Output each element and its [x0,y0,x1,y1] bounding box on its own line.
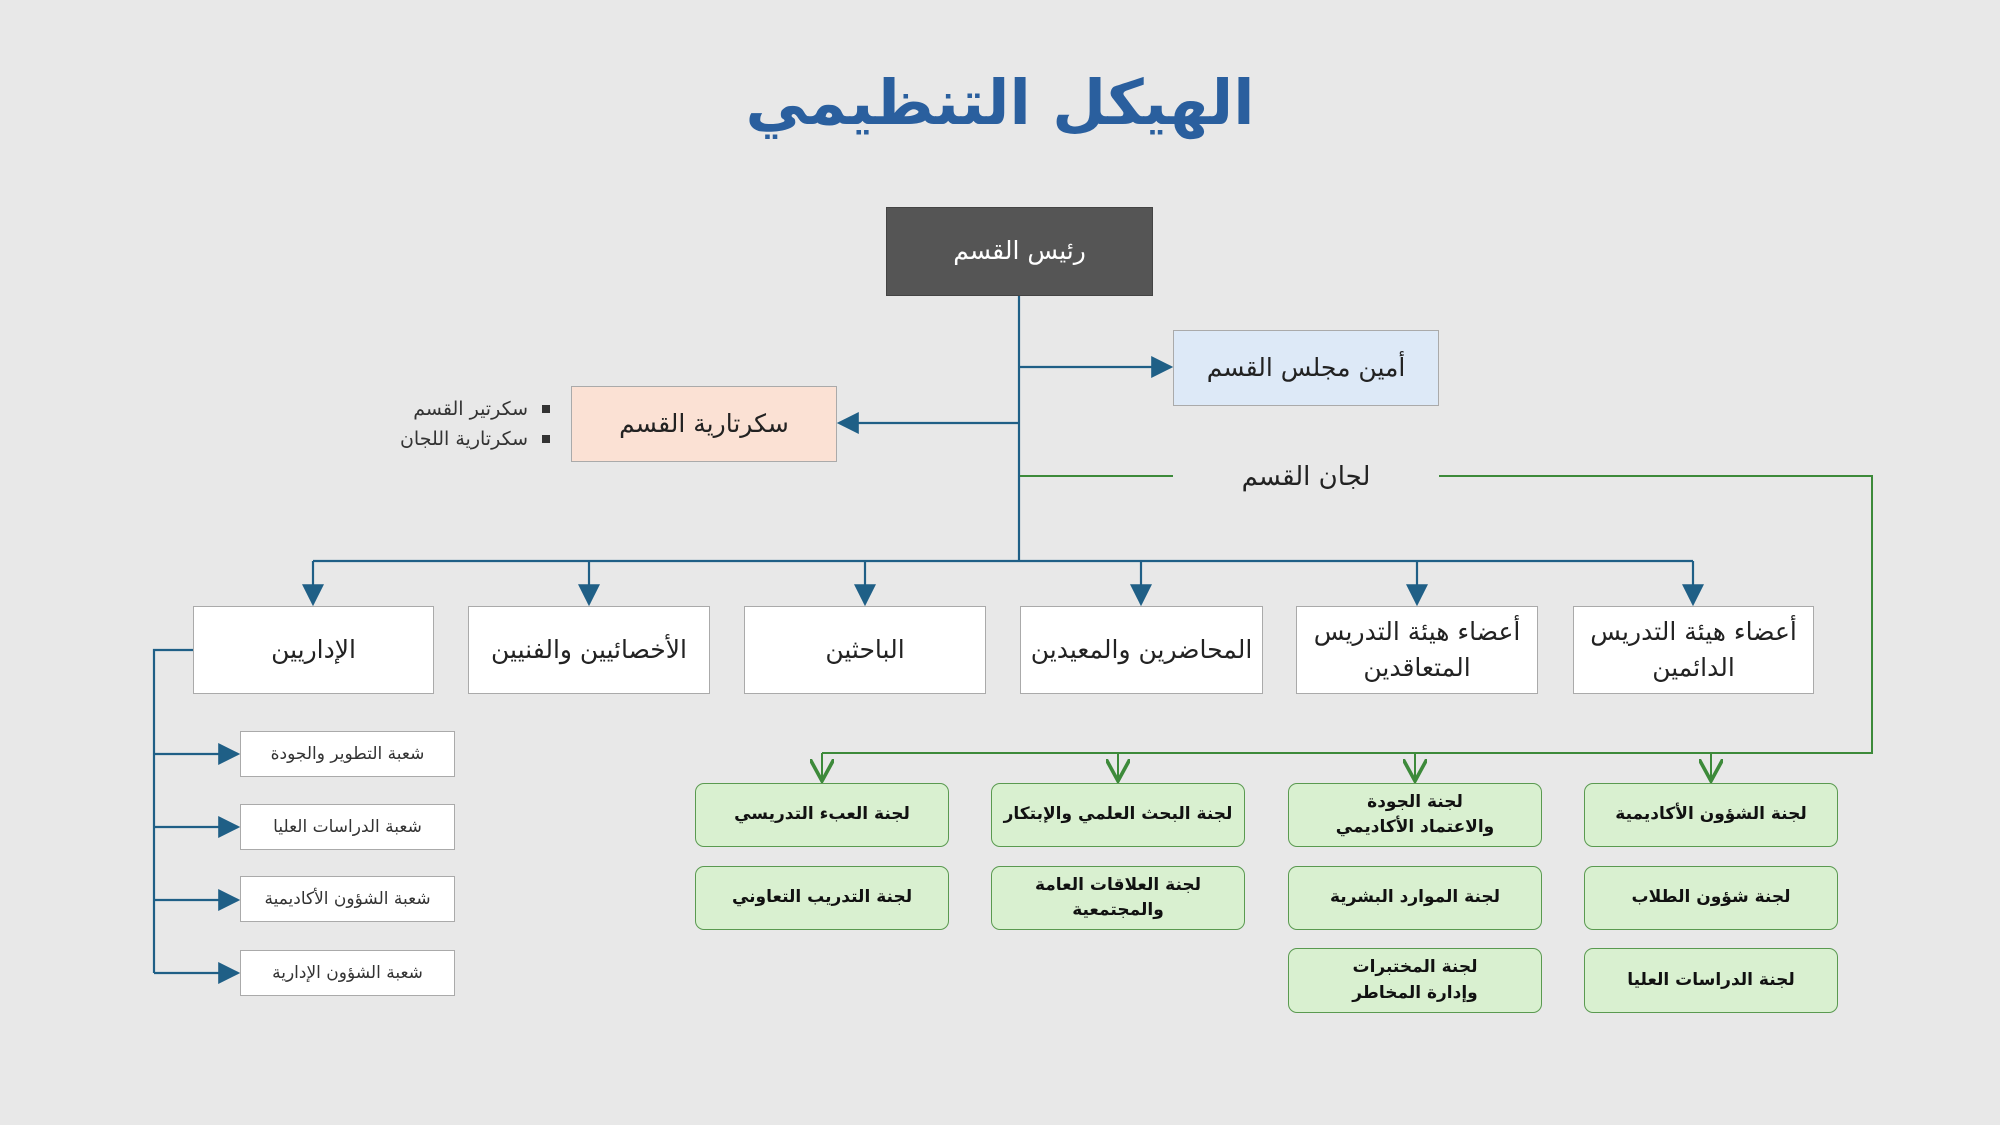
committees-label: لجان القسم [1180,452,1432,502]
staff-box[interactable]: الأخصائيين والفنيين [468,606,710,694]
secretariat-box[interactable]: سكرتارية القسم [571,386,837,462]
committee-box[interactable]: لجنة شؤون الطلاب [1584,866,1838,930]
admin-division-box[interactable]: شعبة الشؤون الإدارية [240,950,455,996]
list-item: سكرتارية اللجان [370,424,550,454]
staff-box[interactable]: الباحثين [744,606,986,694]
bullet-icon [542,435,550,443]
committee-box[interactable]: لجنة الشؤون الأكاديمية [1584,783,1838,847]
committee-box[interactable]: لجنة الموارد البشرية [1288,866,1542,930]
committee-box[interactable]: لجنة التدريب التعاوني [695,866,949,930]
admin-division-box[interactable]: شعبة التطوير والجودة [240,731,455,777]
committee-box[interactable]: لجنة البحث العلمي والإبتكار [991,783,1245,847]
staff-box[interactable]: أعضاء هيئة التدريس الدائمين [1573,606,1814,694]
committee-box[interactable]: لجنة الدراسات العليا [1584,948,1838,1013]
staff-box[interactable]: الإداريين [193,606,434,694]
bullet-icon [542,405,550,413]
committee-box[interactable]: لجنة الجودة والاعتماد الأكاديمي [1288,783,1542,847]
secretariat-items: سكرتير القسم سكرتارية اللجان [370,394,550,454]
staff-box[interactable]: أعضاء هيئة التدريس المتعاقدين [1296,606,1538,694]
head-of-department-box[interactable]: رئيس القسم [886,207,1153,296]
staff-box[interactable]: المحاضرين والمعيدين [1020,606,1263,694]
admin-division-box[interactable]: شعبة الدراسات العليا [240,804,455,850]
council-secretary-box[interactable]: أمين مجلس القسم [1173,330,1439,406]
committee-box[interactable]: لجنة المختبرات وإدارة المخاطر [1288,948,1542,1013]
list-item: سكرتير القسم [370,394,550,424]
page-title: الهيكل التنظيمي [745,66,1255,139]
committee-box[interactable]: لجنة العبء التدريسي [695,783,949,847]
admin-division-box[interactable]: شعبة الشؤون الأكاديمية [240,876,455,922]
committee-box[interactable]: لجنة العلاقات العامة والمجتمعية [991,866,1245,930]
